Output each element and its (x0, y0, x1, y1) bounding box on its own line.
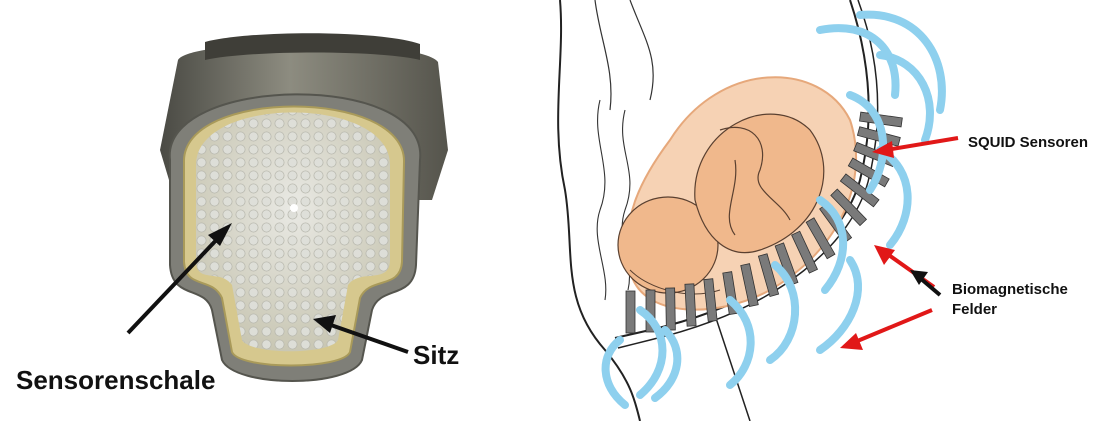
label-squid-sensoren: SQUID Sensoren (968, 133, 1088, 152)
sensor-shell-photo-panel: Sensorenschale Sitz (0, 0, 520, 421)
back-outline (558, 0, 640, 421)
fetal-meg-schematic (520, 0, 1110, 421)
fetal-meg-schematic-panel: SQUID Sensoren Biomagnetische Felder (520, 0, 1110, 421)
arrow-field-lower (855, 310, 932, 342)
label-sitz: Sitz (413, 340, 459, 371)
label-felder: Felder (952, 300, 997, 319)
arrow-field-black (920, 278, 940, 295)
label-biomagnetische: Biomagnetische (952, 280, 1068, 299)
label-sensorenschale: Sensorenschale (16, 365, 215, 396)
